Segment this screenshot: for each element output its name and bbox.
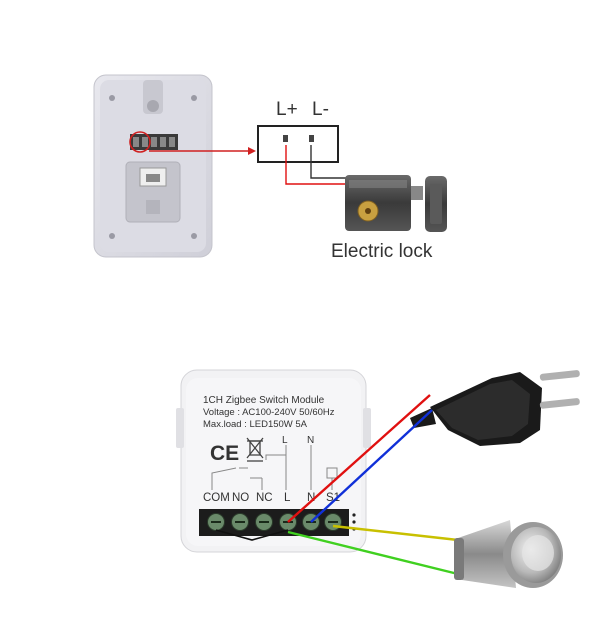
terminal-label-n: N (307, 492, 315, 504)
weee-bin-icon (246, 437, 264, 462)
terminal-label-s1: S1 (326, 492, 340, 504)
ce-mark: CE (210, 442, 239, 465)
push-button-image (454, 520, 563, 588)
zigbee-switch-module: CE (176, 369, 371, 553)
terminal-label-nc: NC (256, 492, 273, 504)
module-max-load: Max.load : LED150W 5A (203, 419, 308, 430)
module-voltage: Voltage : AC100-240V 50/60Hz (203, 407, 335, 418)
terminal-label-no: NO (232, 492, 249, 504)
wire-plus (285, 145, 364, 185)
electric-lock-image (345, 175, 447, 232)
terminal-minus-label: L- (312, 99, 329, 120)
wire-blue (310, 409, 433, 523)
svg-text:CE: CE (210, 442, 239, 465)
terminal-plus-label: L+ (276, 99, 298, 120)
wire-green (287, 530, 459, 576)
module-title: 1CH Zigbee Switch Module (203, 395, 325, 406)
wire-red (287, 394, 431, 523)
highlight-circle (129, 131, 151, 153)
terminal-labels: COM NO NC L N S1 (203, 492, 340, 504)
schematic-l-label: L (282, 435, 288, 446)
arrow-head-icon (248, 147, 256, 155)
terminal-label-com: COM (203, 492, 230, 504)
jumper-wire (215, 529, 289, 541)
terminal-label-l: L (284, 492, 291, 504)
wire-yellow (332, 524, 459, 542)
lock-terminal-box (257, 125, 339, 163)
eu-power-plug-image (410, 370, 580, 446)
electric-lock-label: Electric lock (331, 241, 433, 262)
doorbell-back-panel (93, 74, 213, 258)
schematic-n-label: N (307, 435, 314, 446)
